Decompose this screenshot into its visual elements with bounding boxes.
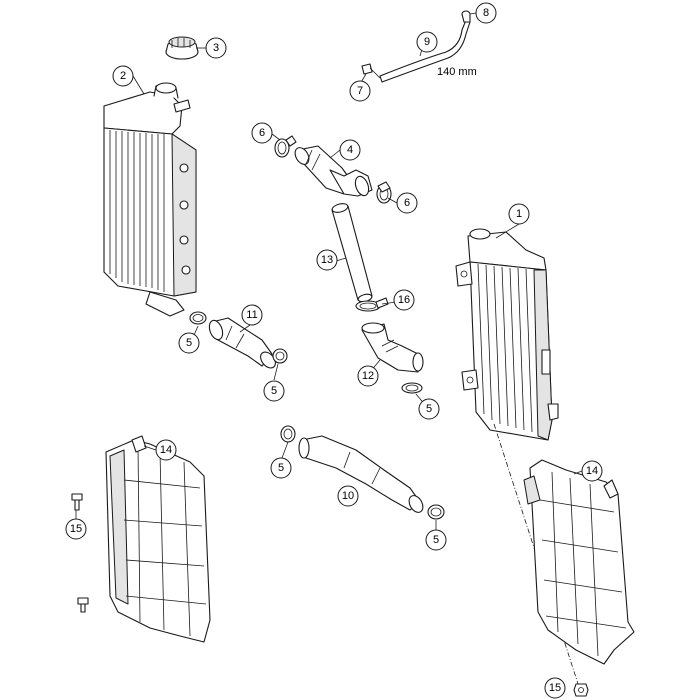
callout-16: 16 <box>393 289 415 311</box>
callout-7: 7 <box>349 80 371 102</box>
svg-text:5: 5 <box>278 462 284 474</box>
callout-13: 13 <box>316 249 338 271</box>
svg-text:10: 10 <box>342 490 354 502</box>
callout-10: 10 <box>337 485 359 507</box>
callout-2: 2 <box>112 65 134 87</box>
hose-clamp-top-right <box>376 181 392 204</box>
radiator-cap <box>165 36 199 60</box>
svg-text:14: 14 <box>586 465 598 477</box>
svg-text:8: 8 <box>483 7 489 19</box>
callout-9: 9 <box>416 31 438 53</box>
svg-text:14: 14 <box>160 444 172 456</box>
callout-4: 4 <box>339 139 361 161</box>
callout-5-hose11: 5 <box>263 380 285 402</box>
svg-text:1: 1 <box>516 208 522 220</box>
callout-11: 11 <box>241 304 263 326</box>
callout-8: 8 <box>475 2 497 24</box>
callout-5-hose12: 5 <box>418 398 440 420</box>
hose-clamp-11-right <box>272 348 288 364</box>
callout-12: 12 <box>357 365 379 387</box>
hose-clamp-10-right <box>427 504 445 520</box>
svg-text:15: 15 <box>70 523 82 535</box>
hose-clamp-top-left <box>274 135 297 158</box>
svg-text:5: 5 <box>186 337 192 349</box>
callout-5-hose10-right: 5 <box>425 529 447 551</box>
right-radiator <box>455 228 559 441</box>
bolt-right-lower <box>573 683 589 697</box>
leader-lines <box>75 12 583 530</box>
svg-text:5: 5 <box>271 385 277 397</box>
callout-14-right: 14 <box>581 460 603 482</box>
left-radiator-guard <box>105 435 211 643</box>
svg-text:13: 13 <box>321 254 333 266</box>
hose-clamp-11-left <box>189 311 207 325</box>
left-hose <box>208 317 276 369</box>
bolt-left-upper <box>71 493 83 511</box>
callout-5-hose10-left: 5 <box>270 457 292 479</box>
callout-6-lower: 6 <box>396 192 418 214</box>
hose-length-dimension: 140 mm <box>437 66 477 78</box>
svg-text:5: 5 <box>433 534 439 546</box>
callout-3: 3 <box>205 37 227 59</box>
assembly-centerline <box>493 423 581 691</box>
svg-text:12: 12 <box>362 370 374 382</box>
svg-text:16: 16 <box>398 294 410 306</box>
svg-text:5: 5 <box>426 403 432 415</box>
callout-15-left: 15 <box>65 518 87 540</box>
svg-text:9: 9 <box>424 36 430 48</box>
elbow-hose <box>361 322 424 373</box>
hose-clamp-10-left <box>280 425 296 443</box>
svg-text:3: 3 <box>213 42 219 54</box>
left-radiator <box>103 82 197 317</box>
coolant-tube <box>331 203 373 303</box>
lower-hose <box>298 435 424 513</box>
hose-clamp-16 <box>355 297 389 312</box>
callout-6-upper: 6 <box>251 122 273 144</box>
svg-text:15: 15 <box>549 682 561 694</box>
bolt-left-lower <box>77 597 89 613</box>
svg-text:7: 7 <box>357 85 363 97</box>
callout-1: 1 <box>508 203 530 225</box>
callout-14-left: 14 <box>155 439 177 461</box>
tee-connector <box>294 145 373 197</box>
svg-text:6: 6 <box>259 127 265 139</box>
svg-text:2: 2 <box>120 70 126 82</box>
callout-5-left: 5 <box>178 332 200 354</box>
callout-15-right: 15 <box>544 677 566 699</box>
svg-text:11: 11 <box>246 309 257 321</box>
breather-hose <box>361 10 471 83</box>
hose-clamp-12-lower <box>401 382 423 394</box>
right-radiator-guard <box>523 459 635 665</box>
svg-text:4: 4 <box>347 144 353 156</box>
svg-text:6: 6 <box>404 197 410 209</box>
